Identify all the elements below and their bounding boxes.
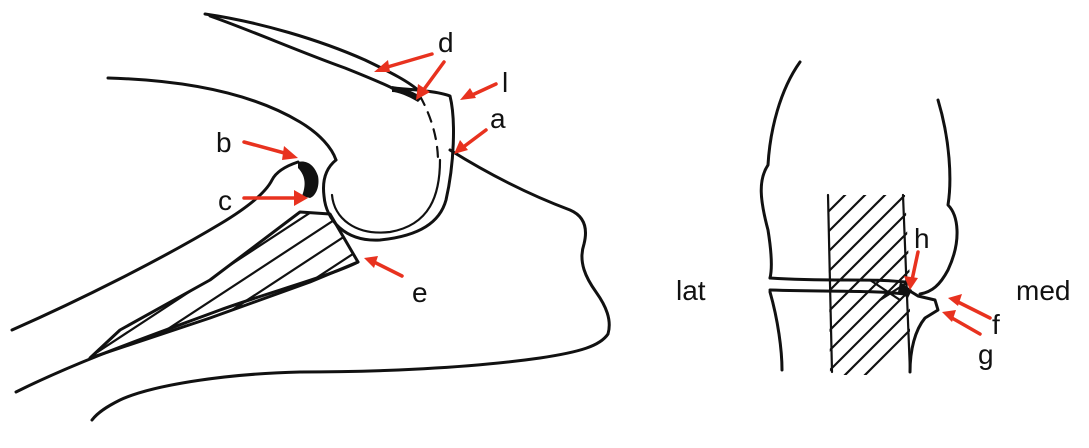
label-c: c	[218, 185, 232, 216]
articular-cartilage	[332, 160, 440, 233]
label-h: h	[914, 223, 930, 254]
label-g: g	[978, 339, 994, 370]
arrow-h	[912, 252, 918, 280]
arrow-b-head	[282, 146, 298, 160]
epiphysis-knob	[298, 162, 319, 198]
arrow-d-2	[422, 62, 444, 92]
label-lateral: lat	[676, 275, 706, 306]
lateral-view	[10, 14, 609, 420]
tibia-segment-left	[828, 195, 832, 372]
patella-inner-outline	[210, 16, 392, 88]
femur-lateral-contour	[761, 62, 800, 278]
arrow-f	[958, 302, 990, 318]
femoral-condyle	[324, 88, 454, 240]
arrow-b	[244, 142, 288, 154]
arrow-e	[374, 262, 402, 276]
label-a: a	[490, 103, 506, 134]
growth-line-dashed	[420, 96, 438, 162]
label-l: l	[502, 67, 508, 98]
arrow-e-head	[364, 256, 378, 268]
label-medial: med	[1016, 275, 1070, 306]
femur-medial-contour	[920, 100, 957, 294]
tibia-lateral-contour	[770, 292, 782, 370]
tibia-hatching	[800, 150, 950, 385]
arrow-d-1	[384, 54, 432, 68]
arrow-a	[462, 130, 486, 148]
tibia-outline	[92, 150, 609, 420]
meniscus-hatching	[10, 150, 460, 420]
label-b: b	[216, 127, 232, 158]
arrow-l	[470, 84, 496, 96]
arrow-g	[952, 318, 980, 334]
label-e: e	[412, 277, 428, 308]
meniscus-wedge-outline	[90, 212, 358, 358]
annotation-labels: d l a b c e h f g lat med	[216, 27, 1070, 370]
label-f: f	[992, 309, 1000, 340]
label-d: d	[438, 27, 454, 58]
